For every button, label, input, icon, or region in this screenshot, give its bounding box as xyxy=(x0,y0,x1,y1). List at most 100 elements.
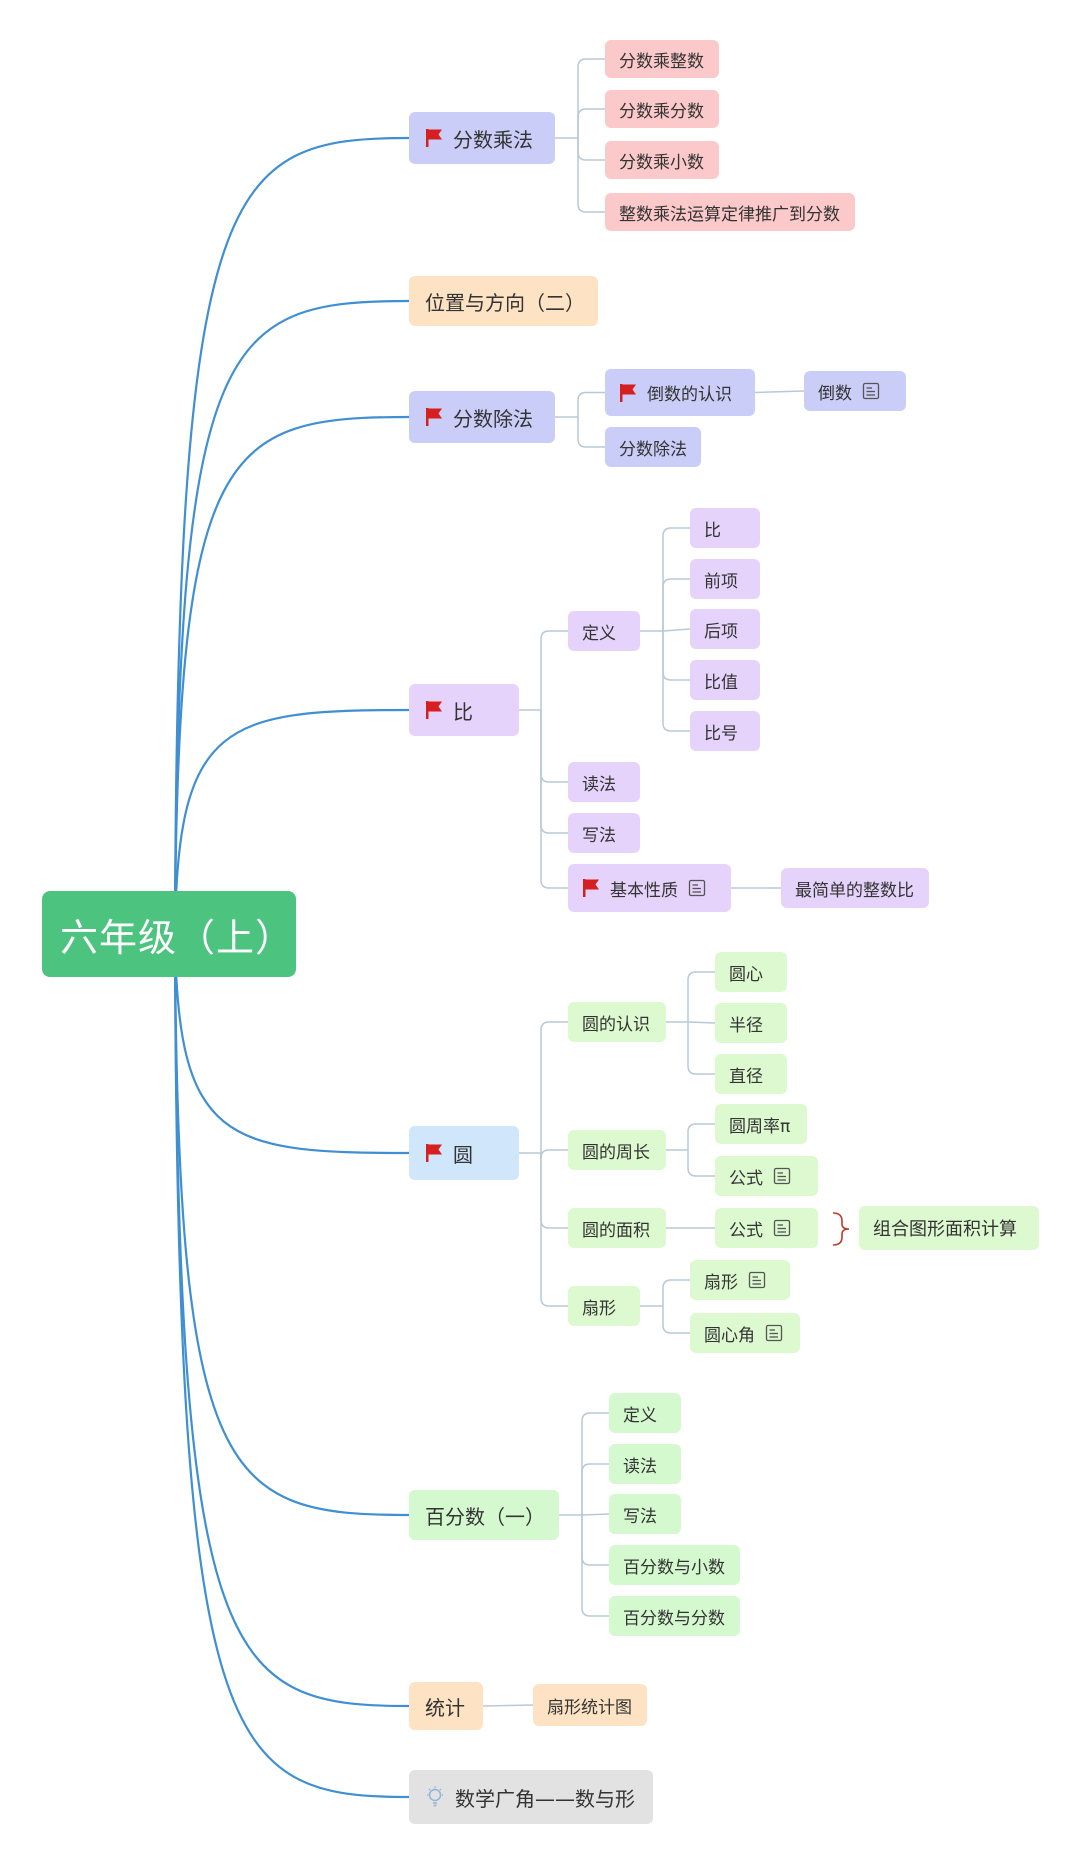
connector-b5c1-0 xyxy=(687,971,715,1022)
connector-b4-2 xyxy=(540,710,568,834)
node-label: 前项 xyxy=(704,571,738,592)
connector-b5c4-0 xyxy=(662,1279,690,1306)
node-b1[interactable]: 分数乘法 xyxy=(409,112,555,164)
note-icon[interactable] xyxy=(688,879,706,897)
connector-b3-0 xyxy=(577,391,605,417)
node-b8[interactable]: 数学广角——数与形 xyxy=(409,1770,653,1824)
connector-b3c1 xyxy=(754,390,805,394)
node-b5c1c[interactable]: 直径 xyxy=(715,1054,787,1094)
node-b5c1[interactable]: 圆的认识 xyxy=(568,1002,666,1042)
node-b6c1[interactable]: 定义 xyxy=(609,1393,681,1433)
connector-b5c1-2 xyxy=(687,1022,715,1075)
node-label: 写法 xyxy=(623,1506,657,1527)
node-b5[interactable]: 圆 xyxy=(409,1126,519,1180)
node-label: 扇形统计图 xyxy=(547,1697,632,1718)
connector-b4-1 xyxy=(540,710,568,783)
connector-b5c1-1 xyxy=(687,1021,716,1024)
node-b1c4[interactable]: 整数乘法运算定律推广到分数 xyxy=(605,193,855,231)
node-b1c1[interactable]: 分数乘整数 xyxy=(605,40,719,78)
node-label: 数学广角——数与形 xyxy=(455,1786,635,1811)
node-label: 圆的周长 xyxy=(582,1142,650,1163)
node-label: 整数乘法运算定律推广到分数 xyxy=(619,204,840,225)
node-label: 半径 xyxy=(729,1015,763,1036)
summary-label: 组合图形面积计算 xyxy=(873,1219,1017,1240)
node-label: 圆的面积 xyxy=(582,1220,650,1241)
node-b3c1a[interactable]: 倒数 xyxy=(804,371,906,411)
node-b4[interactable]: 比 xyxy=(409,684,519,736)
node-b6c3[interactable]: 写法 xyxy=(609,1494,681,1534)
connector-b3-1 xyxy=(577,417,605,448)
node-b6c5[interactable]: 百分数与分数 xyxy=(609,1596,740,1636)
node-b5c2a[interactable]: 圆周率π xyxy=(715,1104,807,1144)
connector-b4c1-1 xyxy=(662,578,690,631)
branch-curve-7 xyxy=(173,933,410,1799)
note-icon[interactable] xyxy=(765,1324,783,1342)
node-b3c2[interactable]: 分数除法 xyxy=(605,427,701,467)
note-icon[interactable] xyxy=(773,1167,791,1185)
connector-b6-2 xyxy=(581,1513,610,1516)
node-b6[interactable]: 百分数（一） xyxy=(409,1490,559,1540)
root-label: 六年级（上） xyxy=(60,915,295,960)
node-b6c4[interactable]: 百分数与小数 xyxy=(609,1545,740,1585)
node-b5c3a[interactable]: 公式 xyxy=(715,1208,818,1248)
node-b7c1[interactable]: 扇形统计图 xyxy=(533,1684,647,1726)
node-b4c3[interactable]: 写法 xyxy=(568,813,640,853)
connector-b4c1-3 xyxy=(662,631,690,681)
node-b5c1b[interactable]: 半径 xyxy=(715,1003,787,1043)
node-label: 读法 xyxy=(582,774,616,795)
node-b4c1e[interactable]: 比号 xyxy=(690,711,760,751)
node-b5c1a[interactable]: 圆心 xyxy=(715,952,787,992)
node-b5c2b[interactable]: 公式 xyxy=(715,1156,818,1196)
note-icon[interactable] xyxy=(773,1219,791,1237)
connector-b4c1-0 xyxy=(662,527,690,631)
node-b7[interactable]: 统计 xyxy=(409,1682,483,1730)
node-label: 倒数的认识 xyxy=(647,385,732,405)
node-label: 直径 xyxy=(729,1066,763,1087)
node-b1c2[interactable]: 分数乘分数 xyxy=(605,90,719,128)
node-label: 公式 xyxy=(729,1168,763,1189)
node-label: 百分数与分数 xyxy=(623,1608,725,1629)
flag-icon xyxy=(426,129,442,147)
note-icon[interactable] xyxy=(862,382,880,400)
connector-b1-1 xyxy=(577,108,605,138)
node-label: 公式 xyxy=(729,1220,763,1241)
node-b4c1[interactable]: 定义 xyxy=(568,611,640,651)
note-icon[interactable] xyxy=(748,1271,766,1289)
connector-b5-3 xyxy=(540,1153,568,1307)
connector-b5-1 xyxy=(540,1149,568,1159)
node-label: 最简单的整数比 xyxy=(795,880,914,901)
node-label: 分数除法 xyxy=(453,406,533,431)
node-label: 定义 xyxy=(623,1405,657,1426)
branch-curve-5 xyxy=(173,933,410,1517)
node-label: 扇形 xyxy=(582,1298,616,1319)
node-label: 统计 xyxy=(425,1695,465,1720)
connector-b6-4 xyxy=(581,1515,609,1617)
node-b3[interactable]: 分数除法 xyxy=(409,391,555,443)
node-b3c1[interactable]: 倒数的认识 xyxy=(605,369,755,416)
node-b5c4b[interactable]: 圆心角 xyxy=(690,1313,800,1353)
connector-b5c4-1 xyxy=(662,1306,690,1334)
connector-b4-3 xyxy=(540,710,568,889)
connector-b5c2-0 xyxy=(687,1123,715,1150)
node-b5c2[interactable]: 圆的周长 xyxy=(568,1130,666,1170)
node-b5c4[interactable]: 扇形 xyxy=(568,1286,640,1326)
node-b4c1a[interactable]: 比 xyxy=(690,508,760,548)
root-node[interactable]: 六年级（上） xyxy=(42,891,296,977)
node-b5c4a[interactable]: 扇形 xyxy=(690,1260,790,1300)
node-b6c2[interactable]: 读法 xyxy=(609,1444,681,1484)
node-b5c3[interactable]: 圆的面积 xyxy=(568,1208,666,1248)
node-b4c1d[interactable]: 比值 xyxy=(690,660,760,700)
summary-node[interactable]: 组合图形面积计算 xyxy=(859,1206,1039,1250)
node-b4c4[interactable]: 基本性质 xyxy=(568,864,731,912)
node-b1c3[interactable]: 分数乘小数 xyxy=(605,141,719,179)
node-b4c1b[interactable]: 前项 xyxy=(690,559,760,599)
connector-b6-3 xyxy=(581,1515,609,1566)
node-b4c1c[interactable]: 后项 xyxy=(690,609,760,649)
node-label: 圆 xyxy=(453,1142,473,1167)
connector-b6-1 xyxy=(581,1463,609,1515)
node-label: 圆周率π xyxy=(729,1116,791,1137)
node-b4c2[interactable]: 读法 xyxy=(568,762,640,802)
branch-curve-6 xyxy=(173,933,410,1708)
node-b4c4a[interactable]: 最简单的整数比 xyxy=(781,868,929,908)
node-b2[interactable]: 位置与方向（二） xyxy=(409,276,598,326)
